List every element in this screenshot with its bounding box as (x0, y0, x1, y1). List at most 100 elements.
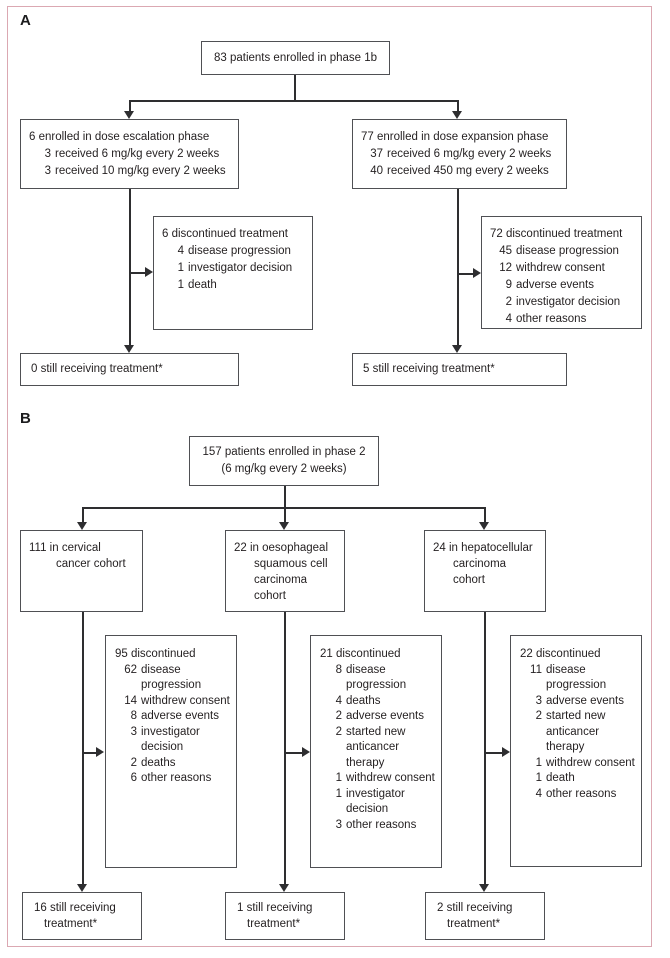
arrowhead-right-disc-cervical (96, 747, 104, 757)
item-row: 62 disease progression (121, 663, 231, 694)
box-discontinued-expansion: 72 discontinued treatment 45 disease pro… (481, 216, 642, 329)
hepatocellular-line: carcinoma (453, 558, 507, 570)
connector-oesophageal-down (284, 612, 286, 884)
item-count: 11 (530, 663, 542, 676)
item-row: 1 investigator decision (326, 787, 436, 818)
connector-b-right-stub (484, 507, 486, 522)
item-count: 8 (335, 663, 342, 676)
item-row: 1 death (168, 277, 304, 294)
item-label: adverse events (546, 694, 624, 707)
item-row: 3 other reasons (326, 818, 436, 834)
item-count: 2 (335, 725, 342, 738)
connector-b1-down (284, 486, 286, 508)
item-row: 3 received 10 mg/kg every 2 weeks (35, 163, 230, 180)
figure-border (7, 6, 652, 947)
still-expansion-text: 5 still receiving treatment* (363, 363, 495, 375)
item-count: 1 (535, 756, 542, 769)
item-row: 4 deaths (326, 694, 436, 710)
disc-hepatocellular-title: 22 discontinued (520, 648, 601, 660)
oesophageal-line: 22 in oesophageal (234, 542, 328, 554)
box-discontinued-cervical: 95 discontinued 62 disease progression 1… (105, 635, 237, 868)
box-dose-escalation: 6 enrolled in dose escalation phase 3 re… (20, 119, 239, 189)
box-enrolled-phase2: 157 patients enrolled in phase 2 (6 mg/k… (189, 436, 379, 486)
item-label: other reasons (141, 772, 212, 784)
still-hepatocellular-line: 2 still receiving (437, 902, 513, 914)
box-still-receiving-oesophageal: 1 still receiving treatment* (225, 892, 345, 940)
item-row: 2 deaths (121, 756, 231, 772)
arrowhead-down-escalation (124, 111, 134, 119)
panel-a-label: A (20, 12, 31, 29)
item-label: investigator decision (141, 725, 200, 754)
item-count: 4 (505, 313, 512, 325)
enrolled-phase1b-text: 83 patients enrolled in phase 1b (213, 51, 378, 64)
item-count: 1 (177, 262, 184, 274)
connector-b-left-stub (82, 507, 84, 522)
item-count: 3 (130, 725, 137, 738)
item-row: 4 other reasons (526, 787, 636, 803)
box-oesophageal-cohort: 22 in oesophageal squamous cell carcinom… (225, 530, 345, 612)
item-row: 14 withdrew consent (121, 694, 231, 710)
connector-escalation-down (129, 189, 131, 345)
item-label: deaths (346, 694, 381, 707)
item-label: investigator decision (188, 262, 293, 274)
item-count: 2 (130, 756, 137, 769)
connector-to-disc-oesophageal (284, 752, 303, 754)
item-label: withdrew consent (516, 262, 605, 274)
connector-b-mid-stub (284, 507, 286, 522)
item-label: received 6 mg/kg every 2 weeks (387, 148, 552, 160)
hepatocellular-line: 24 in hepatocellular (433, 542, 533, 554)
item-row: 37 received 6 mg/kg every 2 weeks (367, 146, 558, 163)
item-label: disease progression (546, 663, 607, 692)
item-label: disease progression (516, 245, 619, 257)
item-count: 4 (335, 694, 342, 707)
item-count: 4 (177, 245, 184, 257)
expansion-title: 77 enrolled in dose expansion phase (361, 131, 549, 143)
item-count: 37 (370, 148, 383, 160)
panel-b-label: B (20, 410, 31, 427)
item-count: 1 (535, 772, 542, 784)
item-label: adverse events (346, 710, 424, 722)
arrowhead-down-still-cervical (77, 884, 87, 892)
item-count: 2 (535, 710, 542, 722)
item-label: other reasons (516, 313, 587, 325)
item-count: 1 (177, 279, 184, 291)
cervical-line: cancer cohort (56, 558, 126, 570)
item-row: 1 withdrew consent (526, 756, 636, 772)
item-row: 1 investigator decision (168, 260, 304, 277)
item-row: 8 disease progression (326, 663, 436, 694)
item-count: 3 (335, 818, 342, 831)
item-row: 2 started new anticancer therapy (326, 725, 436, 772)
disc-cervical-title: 95 discontinued (115, 648, 196, 660)
item-row: 3 investigator decision (121, 725, 231, 756)
disc-expansion-title: 72 discontinued treatment (490, 228, 623, 240)
connector-a1-down (294, 75, 296, 101)
item-count: 3 (44, 148, 51, 160)
connector-to-disc-escalation (129, 272, 146, 274)
item-label: disease progression (188, 245, 291, 257)
arrowhead-down-still-escalation (124, 345, 134, 353)
item-label: received 6 mg/kg every 2 weeks (55, 148, 220, 160)
item-label: disease progression (141, 663, 202, 692)
still-oesophageal-line: 1 still receiving (237, 902, 313, 914)
item-count: 62 (124, 663, 137, 676)
box-discontinued-oesophageal: 21 discontinued 8 disease progression 4 … (310, 635, 442, 868)
oesophageal-line: carcinoma (254, 574, 308, 586)
connector-a-left-stub (129, 100, 131, 112)
arrowhead-down-still-oesophageal (279, 884, 289, 892)
arrowhead-down-oesophageal (279, 522, 289, 530)
item-count: 45 (499, 245, 512, 257)
item-row: 2 started new anticancer therapy (526, 709, 636, 756)
item-count: 3 (535, 694, 542, 707)
box-enrolled-phase1b: 83 patients enrolled in phase 1b (201, 41, 390, 75)
still-cervical-line: treatment* (44, 918, 98, 930)
arrowhead-down-hepatocellular (479, 522, 489, 530)
item-label: adverse events (516, 279, 594, 291)
escalation-title: 6 enrolled in dose escalation phase (29, 131, 210, 143)
item-label: started new anticancer therapy (546, 710, 606, 753)
item-row: 9 adverse events (496, 277, 633, 294)
enrolled-phase2-line1: 157 patients enrolled in phase 2 (202, 446, 366, 458)
oesophageal-line: cohort (254, 590, 286, 602)
item-label: received 450 mg every 2 weeks (387, 165, 549, 177)
item-row: 2 adverse events (326, 709, 436, 725)
